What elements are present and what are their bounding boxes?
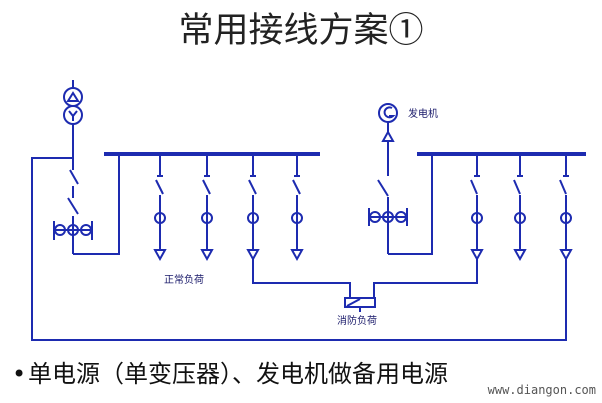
current-transformer-icon <box>53 221 93 240</box>
fire-load-label: 消防负荷 <box>337 314 377 327</box>
caption-text: 单电源（单变压器）、发电机做备用电源 <box>28 360 448 388</box>
left-feeder-1 <box>153 154 167 262</box>
fire-load-link-right <box>373 259 478 298</box>
watermark-text: www.diangon.com <box>487 383 596 397</box>
tie-line-left <box>73 154 120 255</box>
tie-line-right <box>388 154 433 255</box>
right-feeder-3 <box>559 154 573 262</box>
fire-load-link-left <box>252 259 351 298</box>
right-feeder-2 <box>513 154 527 262</box>
bullet-dot-icon: • <box>12 360 27 388</box>
transformer-breaker-icon <box>67 158 79 254</box>
transformer-icon <box>63 80 83 125</box>
left-feeder-3 <box>246 154 260 262</box>
page-title: 常用接线方案① <box>178 11 424 51</box>
left-feeder-2 <box>200 154 214 262</box>
generator-breaker-icon <box>377 179 389 254</box>
right-feeder-1 <box>470 154 484 262</box>
generator-current-transformer-icon <box>368 208 408 226</box>
generator-label: 发电机 <box>408 107 438 120</box>
transfer-switch-icon <box>344 297 376 312</box>
normal-load-label: 正常负荷 <box>164 273 204 286</box>
control-loop-wire <box>31 157 567 341</box>
bullet-caption: •单电源（单变压器）、发电机做备用电源 <box>12 354 448 389</box>
left-feeder-4 <box>290 154 304 262</box>
generator-icon <box>378 103 398 176</box>
